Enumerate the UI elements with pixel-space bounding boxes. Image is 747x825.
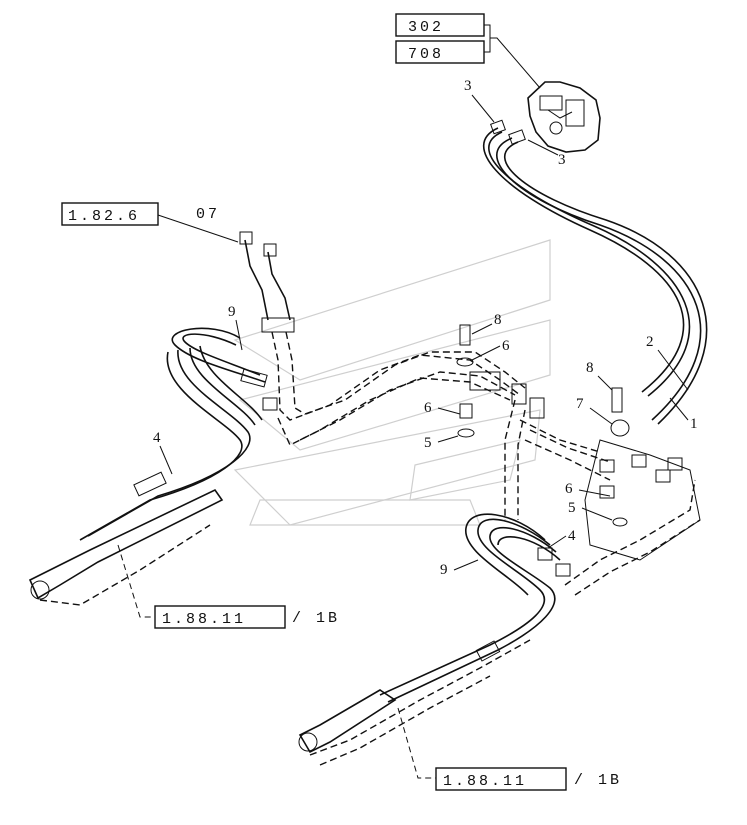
svg-text:5: 5 [424, 435, 432, 451]
cylinder-right [298, 639, 531, 766]
ref-box-1-82-6[interactable]: 1.82.6 07 [61, 202, 220, 226]
hose-9-left [79, 327, 266, 541]
svg-text:07: 07 [196, 206, 220, 223]
control-valve [527, 81, 601, 153]
svg-text:1: 1 [690, 416, 698, 432]
svg-text:9: 9 [228, 304, 236, 320]
valve-block [504, 387, 701, 596]
svg-text:3: 3 [464, 78, 472, 94]
cylinder-left [28, 471, 224, 606]
svg-text:1.88.11: 1.88.11 [162, 611, 246, 628]
svg-text:6: 6 [502, 338, 510, 354]
svg-text:7: 7 [576, 396, 584, 412]
svg-text:708: 708 [408, 46, 444, 63]
svg-text:2: 2 [646, 334, 654, 350]
svg-text:/ 1B: / 1B [574, 772, 622, 789]
svg-text:4: 4 [153, 430, 161, 446]
watermark-logo [233, 239, 551, 526]
callout-5a: 5 [424, 435, 459, 451]
svg-text:3: 3 [558, 152, 566, 168]
ref-box-1-88-11-left[interactable]: 1.88.11 / 1B [154, 605, 340, 629]
svg-text:4: 4 [568, 528, 576, 544]
ref-box-302[interactable]: 302 [395, 13, 485, 37]
callout-2: 2 [646, 334, 689, 391]
callout-9a: 9 [228, 304, 243, 351]
callout-1: 1 [669, 397, 698, 432]
svg-text:/ 1B: / 1B [292, 610, 340, 627]
svg-text:1.82.6: 1.82.6 [68, 208, 140, 225]
callout-6c: 6 [565, 481, 611, 497]
callout-5b: 5 [568, 500, 613, 521]
svg-text:5: 5 [568, 500, 576, 516]
callout-7: 7 [576, 396, 613, 425]
callout-3a: 3 [464, 78, 495, 123]
svg-text:1.88.11: 1.88.11 [443, 773, 527, 790]
callout-8b: 8 [586, 360, 613, 391]
svg-text:8: 8 [494, 312, 502, 328]
callout-4b: 4 [547, 528, 576, 549]
svg-text:6: 6 [424, 400, 432, 416]
ref-box-1-88-11-right[interactable]: 1.88.11 / 1B [435, 767, 622, 791]
callout-6a: 6 [471, 338, 510, 361]
callout-8a: 8 [471, 312, 502, 335]
svg-text:9: 9 [440, 562, 448, 578]
callout-3b: 3 [527, 139, 566, 168]
svg-text:8: 8 [586, 360, 594, 376]
hose-1 [496, 137, 708, 425]
svg-text:302: 302 [408, 19, 444, 36]
ref-box-708[interactable]: 708 [395, 40, 485, 64]
callout-6b: 6 [424, 400, 461, 416]
callout-9b: 9 [440, 559, 479, 578]
callout-4a: 4 [153, 430, 173, 475]
hose-2 [482, 127, 691, 397]
svg-text:6: 6 [565, 481, 573, 497]
